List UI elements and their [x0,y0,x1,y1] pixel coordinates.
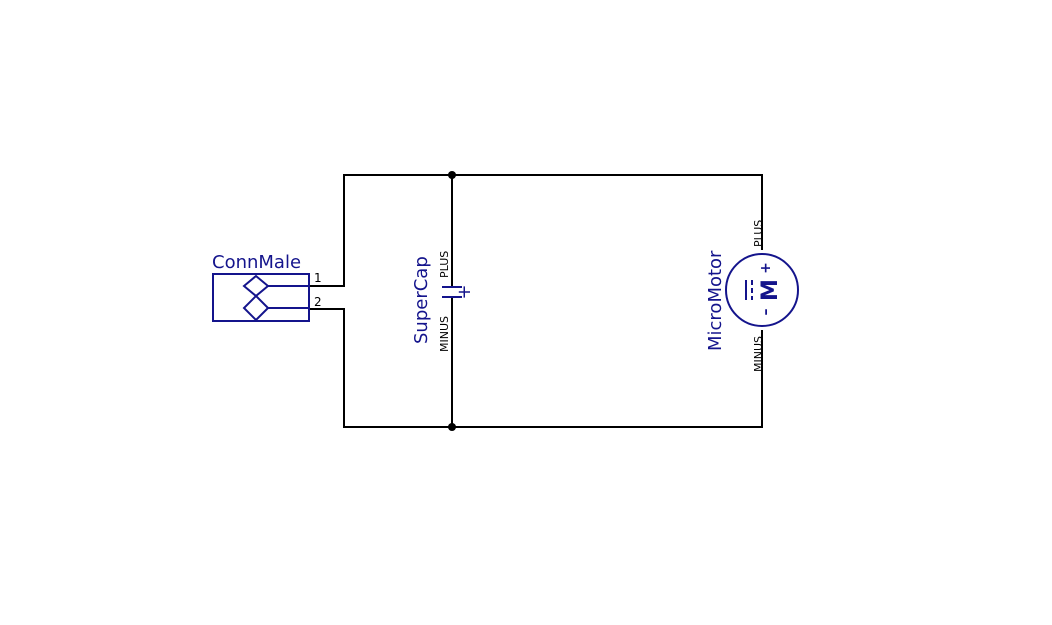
motor-letter: M [758,279,783,301]
connector-name: ConnMale [212,252,301,273]
capacitor-symbol[interactable]: + SuperCap PLUS MINUS [411,251,475,352]
capacitor-name: SuperCap [411,256,432,344]
capacitor-plus-pin-label: PLUS [438,251,451,278]
junction-top [448,171,456,179]
motor-name: MicroMotor [705,250,726,351]
connector-pin1-number: 1 [314,271,322,285]
capacitor-minus-pin-label: MINUS [438,316,451,352]
motor-symbol[interactable]: M + – MicroMotor PLUS MINUS [705,220,799,372]
wires [309,171,763,431]
connector-symbol[interactable]: ConnMale 1 2 [212,252,322,322]
connector-pin2-chevron [242,274,269,322]
motor-body [725,253,799,327]
motor-minus-pin-label: MINUS [752,336,765,372]
connector-pin1-chevron [254,285,309,309]
capacitor-polarity-mark: + [454,284,475,299]
connector-pin2-number: 2 [314,295,322,309]
motor-minus-mark: – [758,309,774,316]
motor-plus-pin-label: PLUS [752,220,765,247]
wire-bottom-rail [309,308,763,428]
junction-bottom [448,423,456,431]
motor-plus-mark: + [758,262,774,274]
connector-body [212,273,310,322]
wire-top-rail [309,174,763,287]
